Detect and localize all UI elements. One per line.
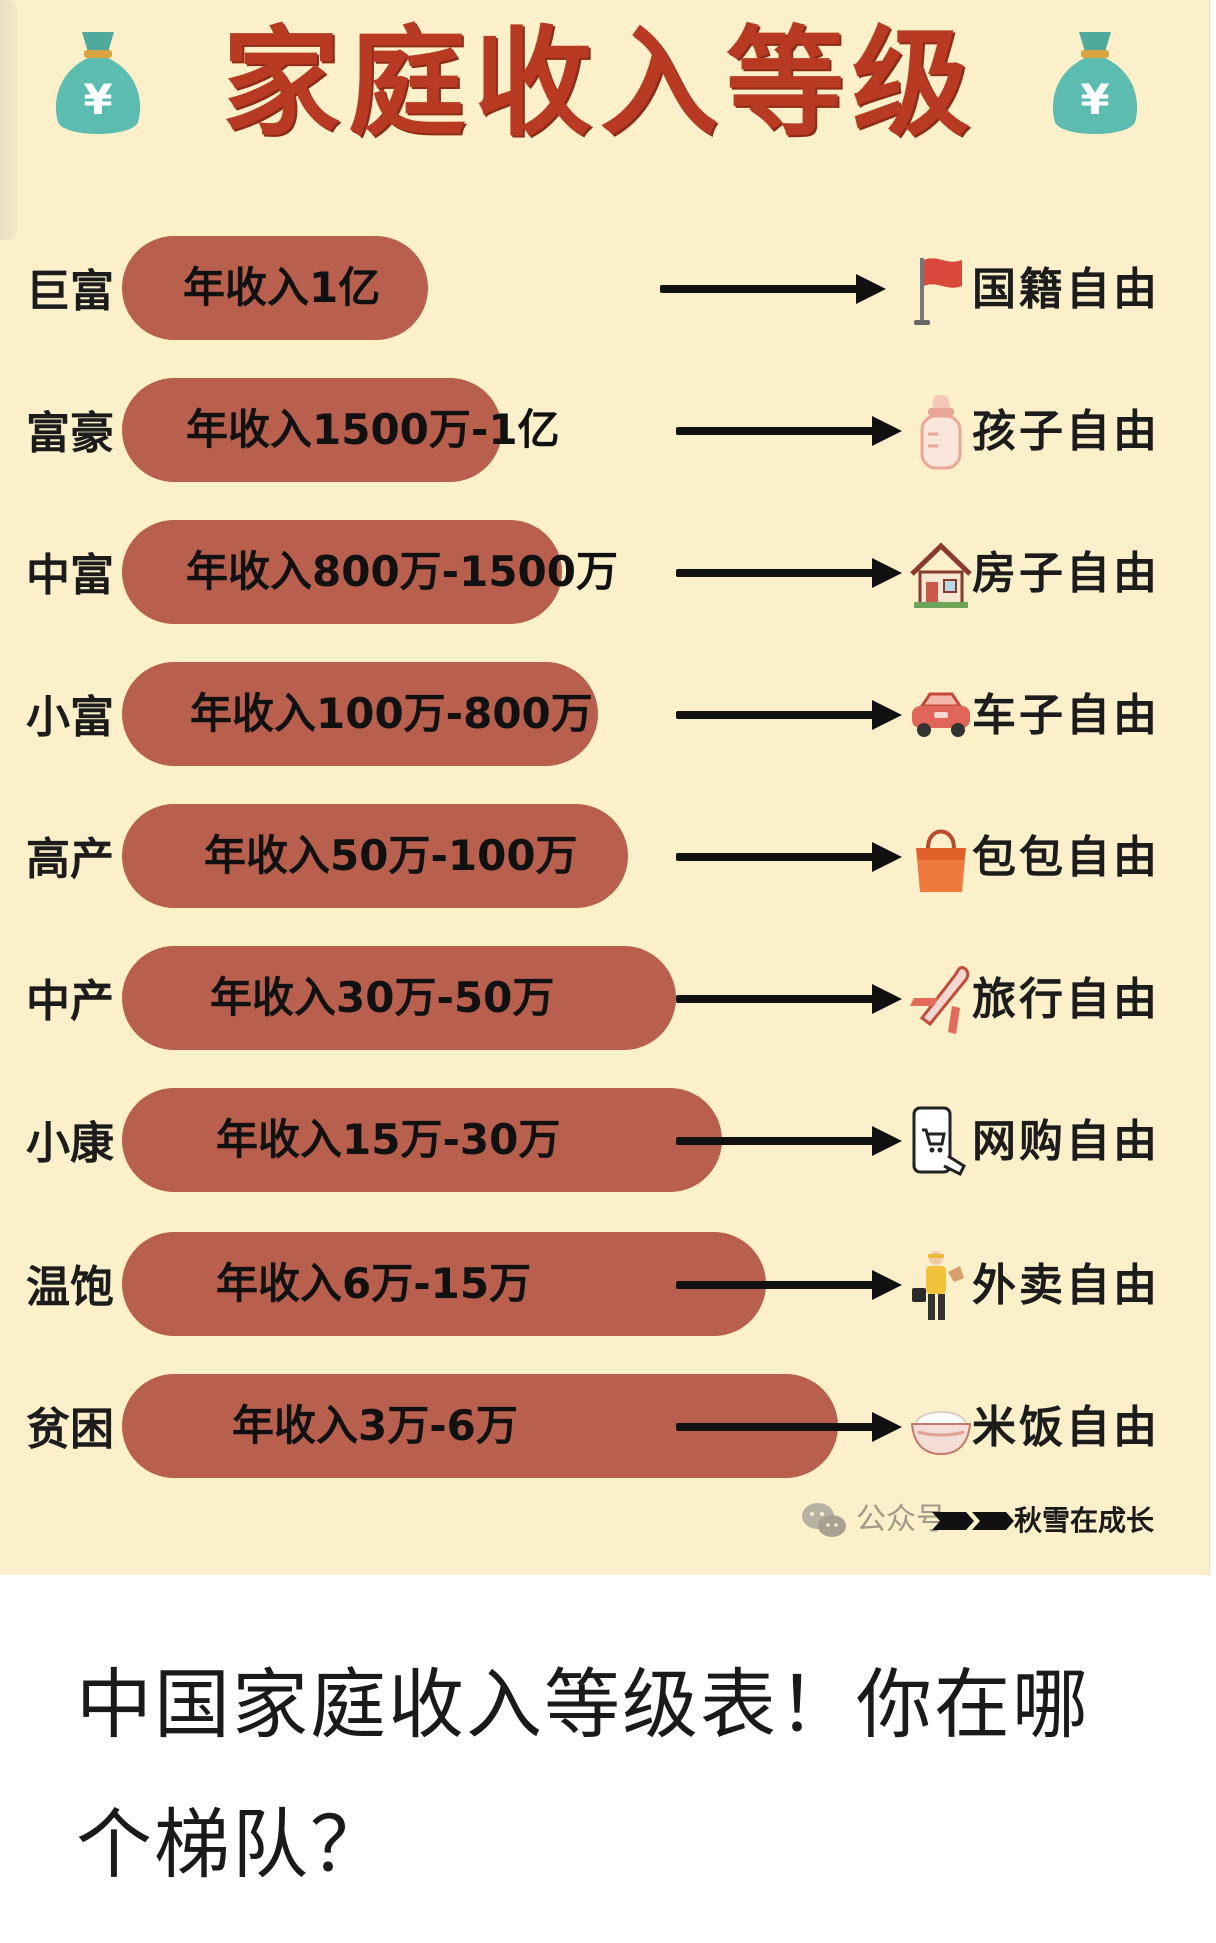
arrow-icon xyxy=(660,274,886,304)
watermark: 公众号 秋雪在成长 xyxy=(800,1498,1180,1542)
income-pill xyxy=(122,1232,766,1336)
freedom-label: 车子自由 xyxy=(972,690,1160,741)
tier-label: 小康 xyxy=(26,1118,114,1169)
red-flag-icon xyxy=(914,258,962,325)
freedom-label: 旅行自由 xyxy=(972,974,1160,1025)
income-row: 高产 年收入50万-100万 包包自由 xyxy=(0,804,1210,908)
freedom-label: 国籍自由 xyxy=(972,264,1160,315)
svg-text:¥: ¥ xyxy=(1080,75,1109,124)
svg-text:¥: ¥ xyxy=(83,75,112,124)
income-pill xyxy=(122,662,598,766)
tier-label: 巨富 xyxy=(26,266,114,317)
double-arrow-icon xyxy=(932,1512,1014,1530)
tier-label: 温饱 xyxy=(26,1262,114,1313)
income-range: 年收入100万-800万 xyxy=(190,689,593,738)
arrow-icon xyxy=(676,1270,902,1300)
income-row: 富豪 年收入1500万-1亿 孩子自由 xyxy=(0,378,1210,482)
income-range: 年收入3万-6万 xyxy=(232,1401,518,1450)
tier-label: 小富 xyxy=(26,692,114,743)
income-pill xyxy=(122,520,562,624)
freedom-label: 包包自由 xyxy=(972,832,1160,883)
arrow-icon xyxy=(676,700,902,730)
phone-shopping-icon xyxy=(912,1106,966,1177)
watermark-prefix: 公众号 xyxy=(856,1502,946,1537)
income-row: 贫困 年收入3万-6万 米饭自由 xyxy=(0,1374,1210,1478)
arrow-icon xyxy=(676,416,902,446)
income-range: 年收入6万-15万 xyxy=(216,1259,532,1308)
poster-title: 家庭收入等级 xyxy=(221,14,978,152)
airplane-icon xyxy=(910,966,970,1034)
image-edge xyxy=(0,0,18,240)
arrow-icon xyxy=(676,842,902,872)
arrow-icon xyxy=(676,984,902,1014)
baby-bottle-icon xyxy=(920,395,962,470)
income-range: 年收入1亿 xyxy=(183,263,381,312)
income-row: 温饱 年收入6万-15万 外卖自由 xyxy=(0,1232,1210,1336)
income-poster: ¥ 家庭收入等级 ¥ 巨富 年收入1亿 国籍自由 富豪 年收入1500万-1亿 xyxy=(0,0,1210,1575)
income-range: 年收入800万-1500万 xyxy=(186,547,618,596)
house-icon xyxy=(910,542,972,608)
freedom-label: 外卖自由 xyxy=(972,1260,1160,1311)
money-bag-icon: ¥ xyxy=(1052,32,1138,134)
tier-label: 富豪 xyxy=(26,408,114,459)
arrow-icon xyxy=(676,1412,902,1442)
income-pill xyxy=(122,1088,722,1192)
delivery-man-icon xyxy=(912,1251,964,1320)
income-row: 巨富 年收入1亿 国籍自由 xyxy=(0,236,1210,340)
wechat-icon xyxy=(802,1503,846,1537)
article-headline: 中国家庭收入等级表！你在哪个梯队？ xyxy=(76,1660,1090,1889)
income-pill xyxy=(122,236,428,340)
income-pill xyxy=(122,378,502,482)
income-pill xyxy=(122,804,628,908)
tier-label: 贫困 xyxy=(26,1404,114,1455)
car-icon xyxy=(912,692,970,737)
income-range: 年收入15万-30万 xyxy=(216,1115,561,1164)
income-range: 年收入30万-50万 xyxy=(210,973,555,1022)
income-row: 中富 年收入800万-1500万 房子自由 xyxy=(0,520,1210,624)
freedom-label: 米饭自由 xyxy=(972,1402,1160,1453)
arrow-icon xyxy=(676,1126,902,1156)
tier-label: 中富 xyxy=(26,550,114,601)
rice-bowl-icon xyxy=(910,1411,972,1456)
freedom-label: 孩子自由 xyxy=(972,406,1160,457)
tier-label: 中产 xyxy=(26,976,114,1027)
watermark-account: 秋雪在成长 xyxy=(1014,1504,1155,1537)
money-bag-icon: ¥ xyxy=(55,32,141,134)
handbag-icon xyxy=(916,829,966,892)
income-range: 年收入50万-100万 xyxy=(204,831,578,880)
freedom-label: 房子自由 xyxy=(972,548,1160,599)
income-pill xyxy=(122,946,676,1050)
income-row: 小康 年收入15万-30万 网购自由 xyxy=(0,1088,1210,1192)
income-row: 中产 年收入30万-50万 旅行自由 xyxy=(0,946,1210,1050)
income-row: 小富 年收入100万-800万 车子自由 xyxy=(0,662,1210,766)
tier-label: 高产 xyxy=(26,834,114,885)
arrow-icon xyxy=(676,558,902,588)
income-range: 年收入1500万-1亿 xyxy=(186,405,560,454)
freedom-label: 网购自由 xyxy=(972,1116,1160,1167)
